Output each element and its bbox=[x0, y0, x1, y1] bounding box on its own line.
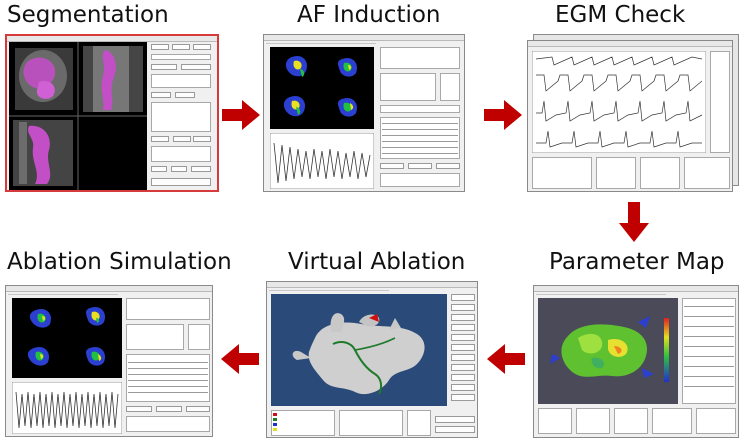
virtual-ablation-screenshot bbox=[266, 281, 478, 438]
arrow-segmentation-to-af-induction bbox=[222, 100, 260, 130]
segmentation-screenshot bbox=[5, 34, 219, 192]
egm-check-traces bbox=[532, 51, 706, 153]
ablation-simulation-maps bbox=[27, 306, 106, 366]
af-induction-screenshot bbox=[263, 34, 465, 192]
af-induction-signal bbox=[270, 133, 374, 189]
af-induction-table bbox=[380, 117, 460, 159]
arrow-egm-check-to-parameter-map bbox=[619, 202, 649, 242]
parameter-map-screenshot bbox=[533, 285, 739, 438]
ablation-simulation-screenshot bbox=[5, 285, 213, 437]
virtual-ablation-mesh bbox=[292, 313, 425, 395]
title-af-induction: AF Induction bbox=[297, 2, 441, 28]
ablation-simulation-signal bbox=[12, 382, 122, 434]
af-induction-maps bbox=[283, 55, 358, 117]
arrow-af-induction-to-egm-check bbox=[484, 100, 522, 130]
parameter-map-list bbox=[682, 298, 736, 404]
title-ablation-simulation: Ablation Simulation bbox=[7, 249, 232, 275]
parameter-map-mesh bbox=[550, 316, 669, 382]
title-parameter-map: Parameter Map bbox=[549, 249, 725, 275]
virtual-ablation-legend-table bbox=[271, 410, 335, 436]
title-virtual-ablation: Virtual Ablation bbox=[288, 249, 466, 275]
arrow-parameter-map-to-virtual-ablation bbox=[487, 344, 525, 374]
title-segmentation: Segmentation bbox=[7, 2, 169, 28]
title-egm-check: EGM Check bbox=[555, 2, 686, 28]
arrow-virtual-ablation-to-ablation-simulation bbox=[221, 344, 259, 374]
egm-check-screenshot bbox=[527, 34, 739, 192]
segmentation-images bbox=[9, 42, 147, 190]
